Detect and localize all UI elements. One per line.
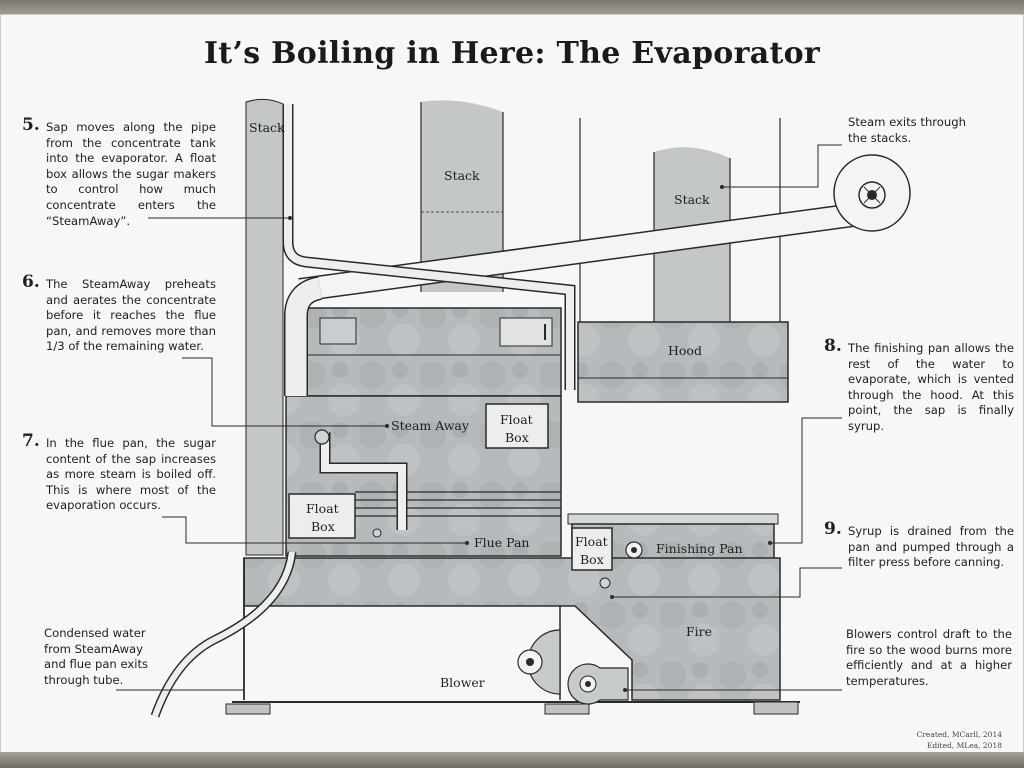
note-5: 5. Sap moves along the pipe from the con…	[22, 117, 216, 229]
note-5-number: 5.	[22, 115, 40, 135]
note-5-text: Sap moves along the pipe from the concen…	[46, 120, 216, 228]
note-9: 9. Syrup is drained from the pan and pum…	[824, 521, 1014, 571]
note-8-text: The finishing pan allows the rest of the…	[848, 341, 1014, 433]
note-6: 6. The SteamAway preheats and aerates th…	[22, 274, 216, 355]
float-box-left	[288, 493, 356, 539]
flue-pan	[355, 491, 561, 517]
label-float-box-left-line2: Box	[311, 519, 335, 534]
credit-edited: Edited, MLea, 2018	[926, 741, 1002, 750]
note-7: 7. In the flue pan, the sugar content of…	[22, 433, 216, 514]
label-steamaway: Steam Away	[391, 418, 470, 433]
note-6-text: The SteamAway preheats and aerates the c…	[46, 277, 216, 354]
leader-dots	[288, 185, 772, 692]
stack-left	[245, 98, 284, 556]
note-8: 8. The finishing pan allows the rest of …	[824, 338, 1014, 435]
note-9-text: Syrup is drained from the pan and pumped…	[848, 524, 1014, 570]
label-float-box-left-line1: Float	[306, 501, 339, 516]
sign-frame-top	[0, 0, 1024, 16]
float-box-plumbing	[314, 429, 643, 589]
leader-lines	[116, 144, 842, 691]
label-fire: Fire	[686, 624, 712, 639]
sap-supply-pipe	[282, 104, 576, 390]
credit-created: Created, MCarll, 2014	[916, 730, 1002, 739]
note-8-number: 8.	[824, 336, 842, 356]
note-condensed-water: Condensed water from SteamAway and flue …	[44, 626, 156, 688]
note-steam-exit: Steam exits through the stacks.	[848, 115, 976, 146]
label-stack-middle: Stack	[444, 168, 480, 183]
float-box-top	[485, 403, 549, 449]
note-6-number: 6.	[22, 272, 40, 292]
label-float-box-right-line2: Box	[580, 552, 604, 567]
sign-frame-bottom	[0, 752, 1024, 768]
label-stack-left: Stack	[249, 120, 285, 135]
label-float-box-top-line2: Box	[505, 430, 529, 445]
label-float-box-right-line1: Float	[575, 534, 608, 549]
firebox	[225, 557, 800, 715]
label-flue-pan: Flue Pan	[474, 535, 529, 550]
note-9-number: 9.	[824, 519, 842, 539]
label-blower: Blower	[440, 675, 485, 690]
float-box-right	[571, 527, 613, 571]
note-blowers: Blowers control draft to the fire so the…	[846, 627, 1012, 689]
label-finishing-pan: Finishing Pan	[656, 541, 743, 556]
note-condensed-water-text: Condensed water from SteamAway and flue …	[44, 626, 149, 687]
label-float-box-top-line1: Float	[500, 412, 533, 427]
page-title: It’s Boiling in Here: The Evaporator	[203, 36, 821, 71]
note-7-text: In the flue pan, the sugar content of th…	[46, 436, 216, 513]
note-blowers-text: Blowers control draft to the fire so the…	[846, 627, 1012, 688]
note-steam-exit-text: Steam exits through the stacks.	[848, 115, 966, 145]
label-hood: Hood	[668, 343, 702, 358]
blower-small	[567, 663, 629, 705]
condensate-tube	[150, 551, 297, 718]
note-7-number: 7.	[22, 431, 40, 451]
label-stack-right: Stack	[674, 192, 710, 207]
hood	[577, 321, 789, 403]
blower-large	[517, 629, 561, 695]
